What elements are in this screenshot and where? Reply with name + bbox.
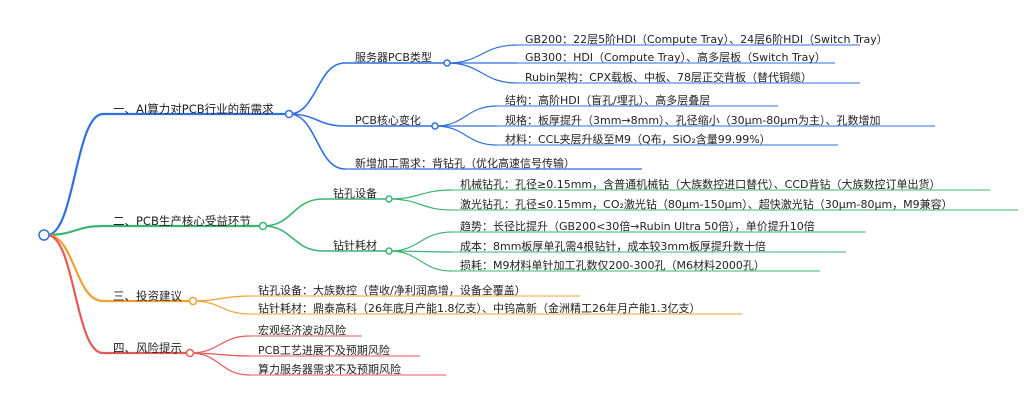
node-dot-drill-consumables[interactable] [385, 247, 393, 255]
leaf-gb200: GB200：22层5阶HDI（Compute Tray）、24层6阶HDI（Sw… [525, 33, 888, 46]
connector-t0_0_0 [446, 44, 518, 64]
node-dot-pcb-beneficiaries[interactable] [258, 221, 268, 231]
branch-connector-3 [46, 233, 104, 355]
leaf-back-drilling: 新增加工需求：背钻孔（优化高速信号传输） [355, 157, 575, 170]
leaf-material: 材料：CCL夹层升级至M9（Q布，SiO₂含量99.99%） [505, 133, 771, 146]
connector-t2_0 [192, 295, 251, 302]
connector-t3_2 [189, 352, 251, 376]
connector-t2_1 [192, 300, 251, 315]
leaf-mechanical-drilling: 机械钻孔：孔径≥0.15mm，含普通机械钻（大族数控进口替代）、CCD背钻（大族… [460, 178, 941, 191]
connector-back-drilling [288, 113, 346, 170]
node-dot-server-pcb-types[interactable] [443, 59, 451, 67]
branch-connector-2 [46, 233, 104, 303]
connector-drill-consumables [262, 225, 324, 252]
node-pcb-core-changes[interactable]: PCB核心变化 [355, 114, 421, 127]
leaf-risk-macro: 宏观经济波动风险 [258, 324, 346, 337]
branch-pcb-beneficiaries[interactable]: 二、PCB生产核心受益环节 [113, 214, 251, 228]
connector-t1_0_0 [388, 189, 453, 200]
node-dot-risk-warning[interactable] [185, 348, 195, 358]
branch-investment-advice[interactable]: 三、投资建议 [113, 289, 182, 303]
leaf-wear: 损耗：M9材料单针加工孔数仅200-300孔（M6材料2000孔） [460, 259, 765, 272]
connector-drilling-equipment [262, 198, 324, 227]
leaf-risk-pcb-process: PCB工艺进展不及预期风险 [258, 344, 390, 357]
branch-connector-0 [46, 112, 104, 237]
branch-risk-warning[interactable]: 四、风险提示 [113, 341, 182, 355]
connector-pcb-core-changes [288, 113, 346, 127]
leaf-rubin: Rubin架构：CPX载板、中板、78层正交背板（替代铜缆） [525, 71, 812, 84]
leaf-structure: 结构：高阶HDI（盲孔/埋孔）、高多层叠层 [505, 94, 711, 107]
branch-ai-demand[interactable]: 一、AI算力对PCB行业的新需求 [113, 102, 274, 116]
connector-server-pcb-types [288, 62, 346, 115]
root-node-dot[interactable] [38, 229, 50, 241]
root-node-circle[interactable] [38, 229, 50, 241]
node-dot-drilling-equipment[interactable] [385, 195, 393, 203]
node-dot-ai-demand[interactable] [284, 109, 294, 119]
branch-connector-1 [46, 224, 104, 237]
leaf-trend: 趋势：长径比提升（GB200<30倍→Rubin Ultra 50倍），单价提升… [460, 220, 815, 233]
node-server-pcb-types[interactable]: 服务器PCB类型 [355, 51, 432, 64]
connector-t3_0 [189, 335, 251, 354]
leaf-invest-drill-consumables: 钻针耗材：鼎泰高科（26年底月产能1.8亿支）、中钨高新（金洲精工26年月产能1… [258, 302, 701, 315]
leaf-risk-server-demand: 算力服务器需求不及预期风险 [258, 363, 401, 376]
node-drilling-equipment[interactable]: 钻孔设备 [333, 187, 377, 200]
leaf-invest-drilling-equipment: 钻孔设备：大族数控（营收/净利润高增，设备全覆盖） [258, 284, 526, 297]
connector-t1_1_0 [388, 231, 453, 252]
node-dot-pcb-core-changes[interactable] [431, 122, 439, 130]
leaf-laser-drilling: 激光钻孔：孔径≤0.15mm，CO₂激光钻（80μm-150μm）、超快激光钻（… [460, 198, 953, 211]
node-drill-consumables[interactable]: 钻针耗材 [333, 239, 377, 252]
leaf-gb300: GB300：HDI（Compute Tray）、高多层板（Switch Tray… [525, 51, 826, 64]
leaf-spec: 规格：板厚提升（3mm→8mm）、孔径缩小（30μm-80μm为主）、孔数增加 [505, 114, 881, 127]
connector-t1_0_1 [388, 198, 453, 211]
connector-t1_1_2 [388, 250, 453, 272]
connector-t0_0_2 [446, 62, 518, 84]
node-dot-investment-advice[interactable] [188, 296, 198, 306]
connector-t0_1_0 [434, 105, 498, 127]
leaf-cost: 成本：8mm板厚单孔需4根钻针，成本较3mm板厚提升数十倍 [460, 240, 766, 253]
connector-t0_1_2 [434, 125, 498, 146]
